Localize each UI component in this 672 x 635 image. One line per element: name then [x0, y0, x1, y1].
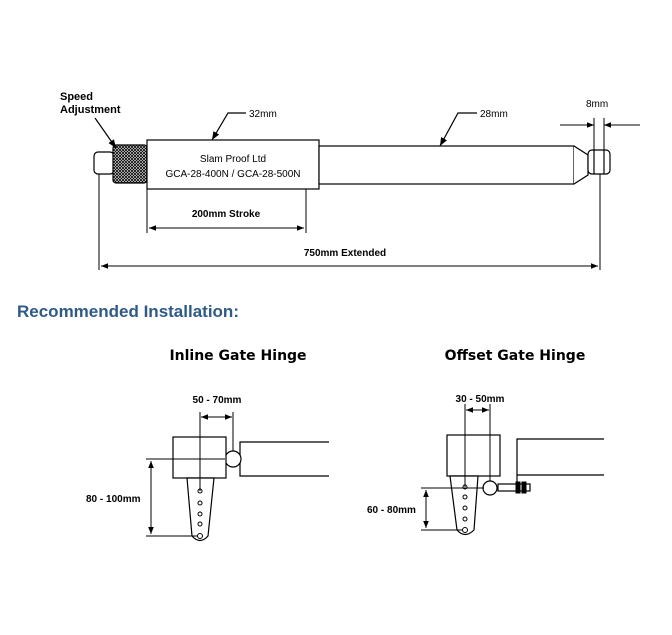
rod-diameter-leader	[439, 112, 477, 147]
offset-hinge-title: Offset Gate Hinge	[445, 348, 586, 364]
speed-label-line1: Speed	[60, 91, 93, 103]
offset-vertical-dimension	[421, 487, 484, 531]
actuator-rod	[318, 145, 575, 185]
actuator-drawing	[93, 139, 611, 190]
speed-leader	[94, 117, 117, 149]
brand-label: Slam Proof Ltd	[200, 154, 266, 165]
inline-vertical-label: 80 - 100mm	[86, 494, 141, 505]
rod-taper	[573, 145, 589, 185]
offset-hinge-drawing	[446, 434, 604, 536]
offset-bolt-nut	[515, 481, 527, 494]
body-diameter-label: 32mm	[249, 109, 277, 120]
right-end-fitting	[587, 149, 611, 175]
offset-bolt	[497, 483, 531, 492]
model-label: GCA-28-400N / GCA-28-500N	[165, 169, 300, 180]
speed-label-line2: Adjustment	[60, 104, 121, 116]
inline-gate-rail	[239, 441, 329, 477]
offset-horizontal-label: 30 - 50mm	[456, 394, 505, 405]
end-diameter-dimension	[560, 118, 640, 152]
body-diameter-leader	[211, 112, 246, 141]
stroke-label: 200mm Stroke	[192, 209, 261, 220]
inline-horizontal-label: 50 - 70mm	[193, 395, 242, 406]
inline-hinge-drawing	[172, 436, 329, 542]
rod-diameter-label: 28mm	[480, 109, 508, 120]
inline-bracket-holes	[197, 488, 203, 539]
offset-hinge-knuckle	[482, 480, 498, 496]
actuator-body	[146, 139, 320, 190]
speed-adjuster-knob	[112, 144, 148, 184]
inline-hinge-knuckle	[224, 450, 242, 468]
extended-label: 750mm Extended	[304, 248, 386, 259]
end-diameter-label: 8mm	[586, 99, 608, 110]
left-end-fitting	[93, 151, 115, 175]
inline-vertical-dimension	[146, 458, 225, 537]
offset-post-block	[446, 434, 501, 477]
inline-hinge-title: Inline Gate Hinge	[169, 348, 306, 364]
extended-dimension	[98, 174, 601, 270]
inline-horizontal-dimension	[199, 412, 234, 491]
offset-vertical-label: 60 - 80mm	[367, 505, 416, 516]
section-title: Recommended Installation:	[17, 302, 239, 321]
offset-gate-rail	[516, 438, 604, 476]
offset-horizontal-dimension	[464, 404, 491, 487]
stroke-dimension	[146, 189, 307, 233]
